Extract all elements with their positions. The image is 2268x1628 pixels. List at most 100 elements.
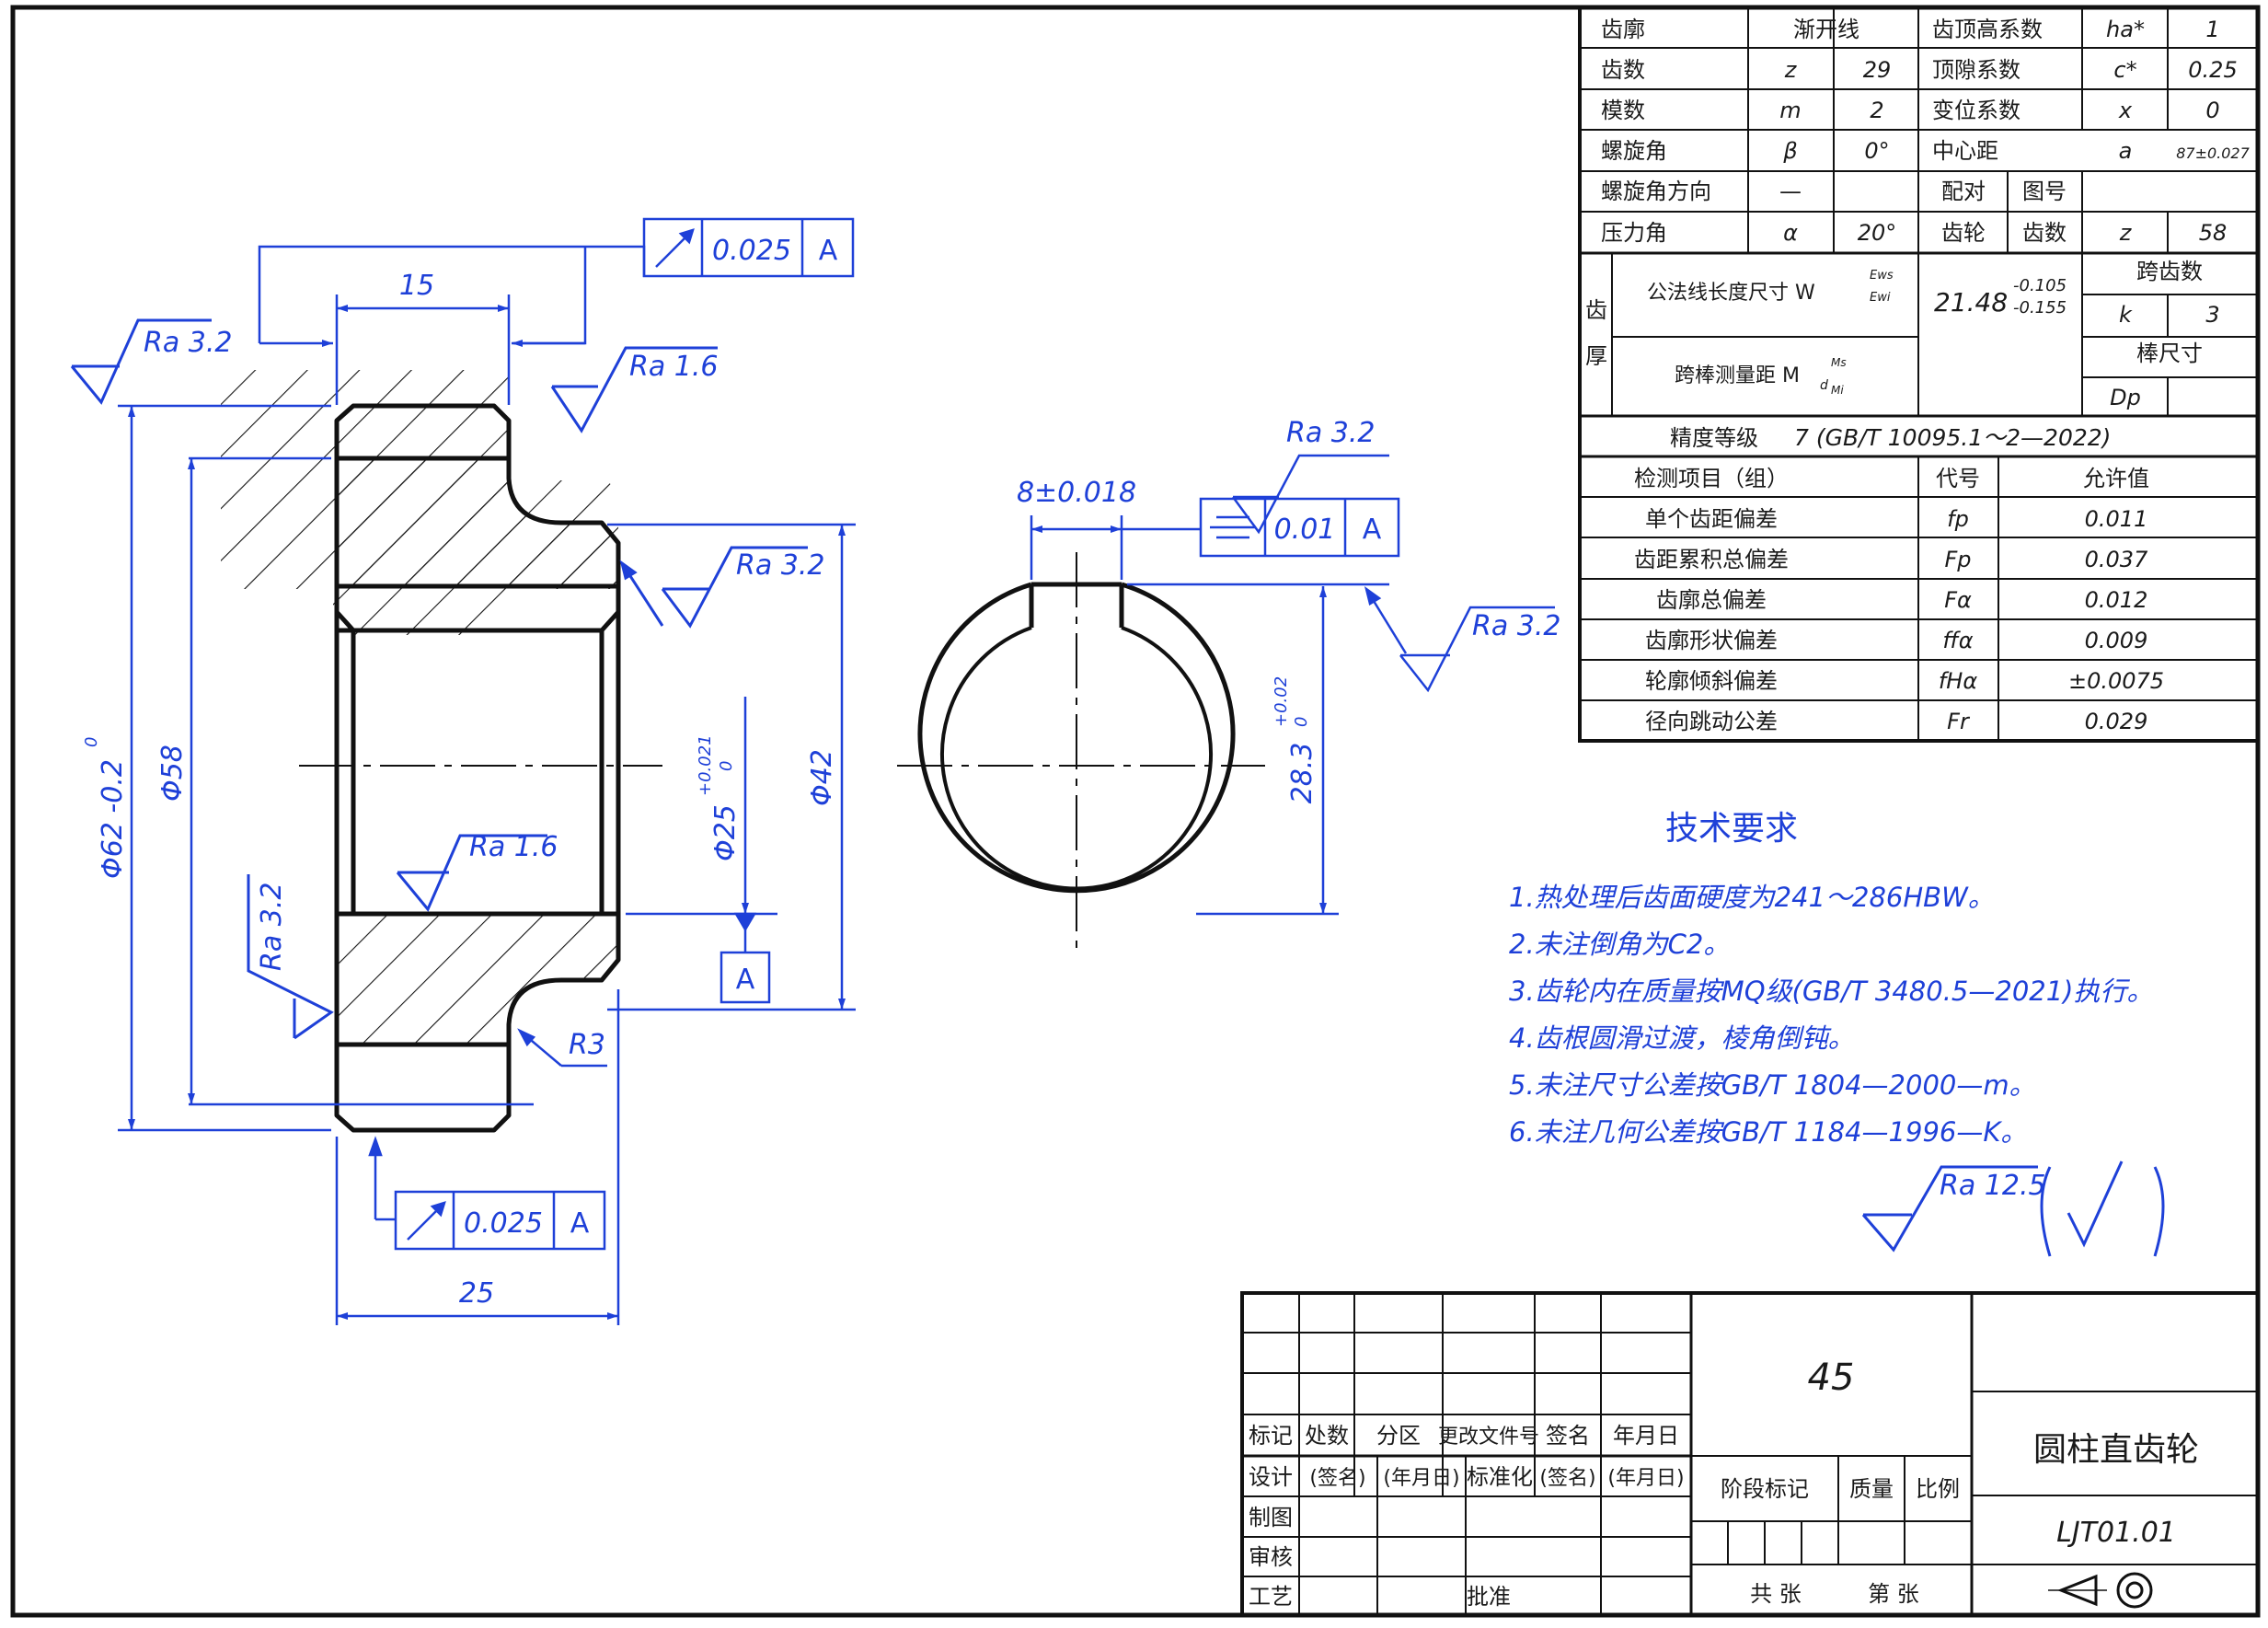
thickness-side-label: 齿: [1585, 297, 1607, 323]
gear-parameter-table: [1578, 6, 2260, 743]
roughness-label: Ra 3.2: [1286, 417, 1375, 449]
datum-a: A: [736, 964, 755, 996]
param-label: 模数: [1601, 98, 1645, 123]
tech-item: 2.未注倒角为C2。: [1509, 929, 1730, 960]
tb-drawing-no: LJT01.01: [2056, 1517, 2176, 1549]
dim-hub-d: Φ42: [806, 749, 838, 806]
roughness-label: Ra 3.2: [256, 883, 288, 971]
param-table-text: 齿廓 渐开线 齿顶高系数 ha* 1 齿数 z 29 顶隙系数 c* 0.25 …: [1585, 17, 2251, 734]
inspection-code: ffα: [1942, 628, 1973, 653]
tech-title: 技术要求: [1665, 810, 1798, 848]
m-sup: Ms: [1831, 356, 1847, 369]
m-sub: d: [1820, 378, 1828, 393]
param-value: 58: [2199, 220, 2228, 246]
param-symbol: α: [1783, 220, 1798, 246]
dim-total-width: 25: [459, 1277, 494, 1310]
inspection-header: 代号: [1936, 466, 1980, 491]
w-upper: -0.105: [2013, 276, 2067, 295]
inspection-code: Fα: [1944, 587, 1972, 613]
w-sup: Ews: [1870, 269, 1894, 283]
roughness-label: Ra 3.2: [736, 549, 824, 582]
dim-root: Φ58: [156, 745, 189, 802]
dim-hub-width: 15: [399, 270, 434, 302]
dim-od: Φ62 -0.2: [97, 759, 129, 879]
tb-approve: 批准: [1467, 1584, 1511, 1610]
tb-sheets: 共 张: [1750, 1581, 1802, 1607]
dim-key-depth-upper: +0.02: [1272, 676, 1291, 727]
dim-key-depth: 28.3: [1286, 743, 1318, 804]
symmetry-value: 0.01: [1274, 514, 1336, 546]
param-symbol: β: [1782, 138, 1797, 164]
drawing-frame: [10, 5, 2261, 1618]
tb-label: 签名: [1546, 1423, 1590, 1449]
param-value: 2: [1870, 98, 1883, 123]
param-symbol: c*: [2113, 57, 2136, 83]
title-block: [1240, 1291, 2260, 1617]
inspection-value: ±0.0075: [2068, 668, 2164, 694]
roughness-symbols: [70, 318, 808, 1040]
inspection-value: 0.009: [2085, 628, 2148, 653]
param-value: 渐开线: [1793, 17, 1859, 42]
dim-bore: Φ25: [709, 804, 742, 861]
inspection-item: 齿廓总偏差: [1656, 587, 1767, 613]
tb-label: 处数: [1305, 1423, 1349, 1449]
lower-section-hatch: [337, 914, 618, 1045]
inspection-value: 0.012: [2085, 587, 2148, 613]
keyway-end-view: [897, 552, 1265, 957]
k-value: 3: [2205, 302, 2219, 328]
tb-scale: 比例: [1916, 1476, 1960, 1502]
mating-drawing-no: 图号: [2022, 179, 2067, 204]
tb-stage-mark: 阶段标记: [1721, 1476, 1809, 1502]
param-label: 螺旋角方向: [1601, 179, 1711, 204]
technical-requirements: 技术要求 1.热处理后齿面硬度为241～286HBW。 2.未注倒角为C2。 3…: [1509, 810, 2154, 1148]
w-lower: -0.155: [2013, 298, 2067, 318]
w-sub: Ewi: [1870, 291, 1891, 305]
tech-item: 1.热处理后齿面硬度为241～286HBW。: [1509, 882, 1995, 913]
pin-label: 棒尺寸: [2136, 341, 2203, 366]
mating-teeth: 齿数: [2022, 220, 2067, 246]
keyway-dimensions: [1030, 454, 1555, 916]
runout-bottom-value: 0.025: [464, 1207, 543, 1240]
param-value: 20°: [1858, 220, 1897, 246]
roughness-label: Ra 1.6: [629, 351, 718, 383]
tb-design: (签名): [1309, 1467, 1365, 1490]
tb-design: 标准化: [1467, 1464, 1533, 1490]
inspection-header: 检测项目（组）: [1634, 466, 1789, 491]
dim-key-width: 8±0.018: [1017, 477, 1136, 509]
section-dimension-text: 15 25 Φ62 -0.2 0 Φ58 Φ25 +0.021 0 Φ42 R3…: [82, 235, 838, 1310]
roughness-label: Ra 3.2: [144, 327, 232, 359]
inspection-item: 轮廓倾斜偏差: [1645, 668, 1778, 694]
m-label: 跨棒测量距 M: [1675, 364, 1800, 387]
param-label: 齿顶高系数: [1932, 17, 2043, 42]
general-roughness-label: Ra 12.5: [1940, 1170, 2046, 1202]
param-symbol: —: [1779, 179, 1802, 204]
inspection-item: 齿距累积总偏差: [1634, 547, 1789, 572]
tb-label: 标记: [1249, 1423, 1293, 1449]
param-value: 1: [2205, 17, 2219, 42]
pin-symbol: Dp: [2110, 385, 2141, 410]
roughness-label: Ra 3.2: [1472, 610, 1560, 642]
mating-label: 配对: [1941, 179, 1986, 204]
dim-bore-tol-upper: +0.021: [696, 734, 715, 796]
tb-design: (签名): [1539, 1467, 1595, 1490]
thickness-side-label: 厚: [1585, 343, 1607, 369]
param-value: 29: [1863, 57, 1892, 83]
tb-design: 设计: [1249, 1464, 1293, 1490]
gear-section-view: [221, 370, 662, 1133]
param-symbol: x: [2118, 98, 2133, 123]
dim-key-depth-lower: 0: [1292, 717, 1311, 727]
inspection-value: 0.029: [2085, 709, 2148, 734]
symmetry-datum: A: [1363, 514, 1382, 546]
dim-bore-tol-lower: 0: [717, 761, 736, 771]
title-block-text: 标记 处数 分区 更改文件号 签名 年月日 设计 (签名) (年月日) 标准化 …: [1249, 1357, 2199, 1610]
accuracy-label: 精度等级: [1670, 425, 1758, 451]
param-label: 齿廓: [1601, 17, 1645, 42]
param-symbol: z: [1784, 57, 1798, 83]
span-label: 跨齿数: [2136, 259, 2203, 284]
general-roughness-symbol: [1861, 1160, 2165, 1257]
tb-left-label: 工艺: [1249, 1584, 1293, 1610]
param-value: 0.25: [2188, 57, 2237, 83]
dim-od-upper: 0: [82, 737, 101, 747]
upper-section-hatch: [337, 458, 618, 586]
